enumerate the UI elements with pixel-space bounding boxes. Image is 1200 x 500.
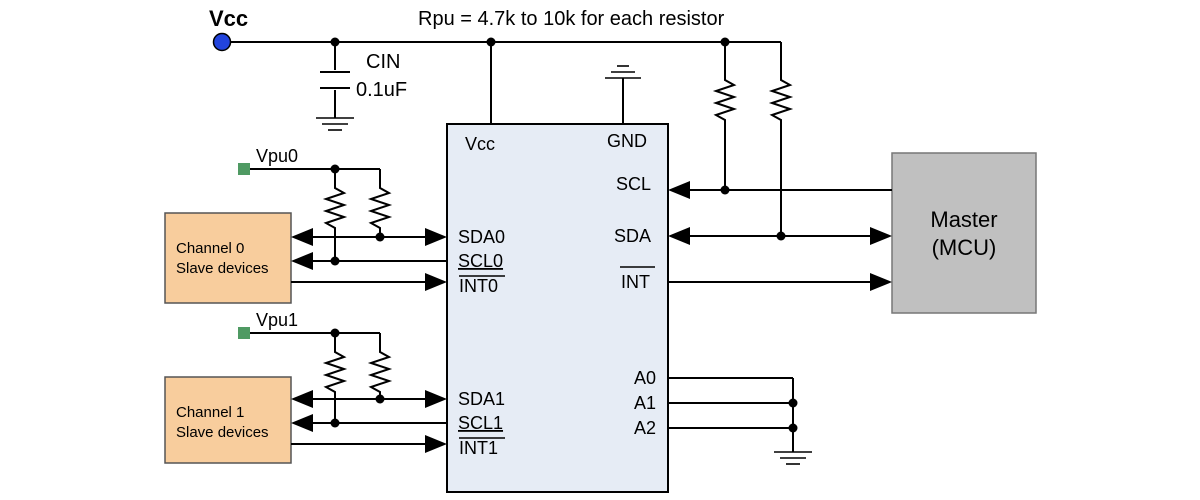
vcc-rail — [230, 37, 782, 124]
chip-ground-connection — [605, 65, 641, 124]
pin-a0: A0 — [634, 368, 656, 388]
channel0-label-line2: Slave devices — [176, 260, 269, 277]
ch1-pullup-resistor-scl — [322, 344, 348, 423]
vcc-source-label: Vcc — [209, 6, 248, 31]
mux-chip — [446, 123, 669, 493]
capacitor-value: 0.1uF — [356, 79, 407, 101]
pin-sda1: SDA1 — [458, 389, 505, 409]
channel1-label-line2: Slave devices — [176, 424, 269, 441]
pin-vcc: Vcc — [465, 134, 495, 154]
vpu1-rail — [250, 328, 381, 344]
pin-scl0: SCL0 — [458, 251, 503, 271]
sda0-line — [291, 228, 447, 246]
channel0-slave-block — [164, 212, 292, 304]
pin-int0: INT0 — [459, 276, 498, 296]
pin-gnd: GND — [607, 131, 647, 151]
vcc-terminal — [212, 32, 232, 52]
sda-master-line — [668, 227, 892, 245]
address-ground-symbol — [774, 451, 812, 465]
pin-int1: INT1 — [459, 438, 498, 458]
master-label-line2: (MCU) — [932, 235, 997, 260]
ch0-pullup-resistor-sda — [367, 180, 393, 237]
pin-scl: SCL — [616, 174, 651, 194]
channel0-label-line1: Channel 0 — [176, 240, 244, 257]
pin-sda0: SDA0 — [458, 227, 505, 247]
pin-a2: A2 — [634, 418, 656, 438]
vpu0-rail — [250, 164, 381, 180]
int0-line — [291, 273, 447, 291]
master-mcu-block — [891, 152, 1037, 314]
pin-int: INT — [621, 272, 650, 292]
scl1-line — [291, 414, 447, 432]
sda1-line — [291, 390, 447, 408]
pin-sda: SDA — [614, 226, 651, 246]
pullup-resistor-note: Rpu = 4.7k to 10k for each resistor — [418, 8, 725, 30]
vpu1-terminal — [238, 327, 250, 339]
scl-master-line — [668, 181, 892, 199]
channel1-slave-block — [164, 376, 292, 464]
pin-scl1: SCL1 — [458, 413, 503, 433]
input-capacitor — [320, 71, 350, 89]
master-pullup-resistor-sda — [768, 65, 794, 236]
ch1-pullup-resistor-sda — [367, 344, 393, 399]
address-pin-ground-tie — [668, 377, 798, 452]
pin-a1: A1 — [634, 393, 656, 413]
int-master-line — [668, 273, 892, 291]
capacitor-name: CIN — [366, 51, 400, 73]
int1-line — [291, 435, 447, 453]
channel1-label-line1: Channel 1 — [176, 404, 244, 421]
cap-ground-symbol — [316, 117, 354, 131]
ch0-pullup-resistor-scl — [322, 180, 348, 261]
scl0-line — [291, 252, 447, 270]
master-pullup-resistor-scl — [712, 65, 738, 190]
vpu1-label: Vpu1 — [256, 310, 298, 330]
vpu0-label: Vpu0 — [256, 146, 298, 166]
vpu0-terminal — [238, 163, 250, 175]
master-label-line1: Master — [930, 207, 997, 232]
